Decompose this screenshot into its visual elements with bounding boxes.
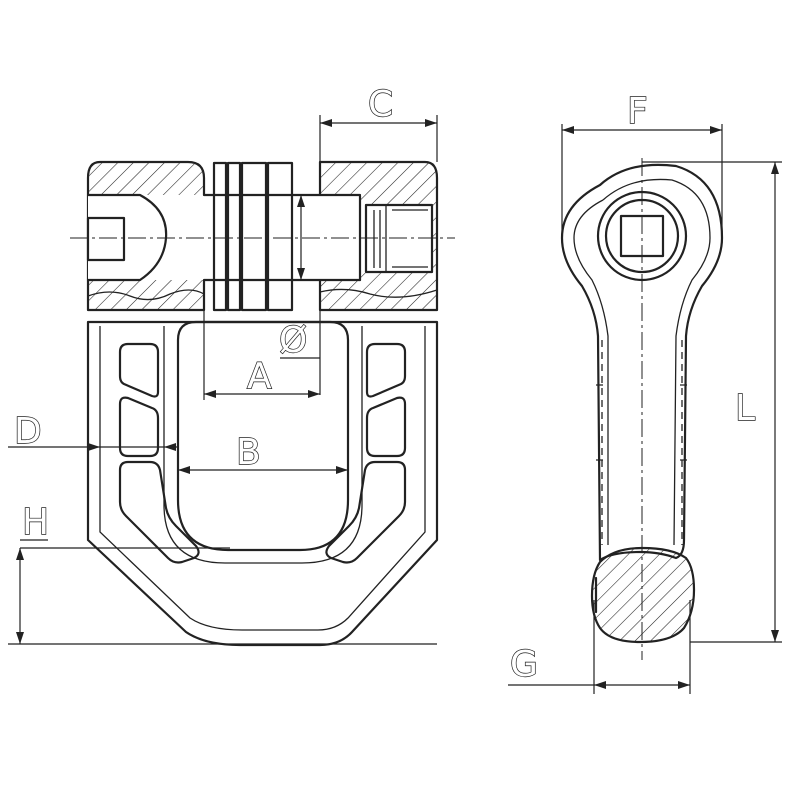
pin-diameter-dimension [280,195,321,395]
pin-left-socket [86,216,126,262]
left-slot-bottom [118,460,200,564]
label-a: A [247,356,272,397]
left-slot-top [118,342,160,398]
bow-inner-opening-offset [163,326,363,564]
dimension-h [8,539,437,645]
washer-2 [226,161,242,312]
label-l: L [735,388,755,429]
dimension-g [508,600,691,694]
shackle-body-inner-outline [99,326,426,631]
phi-label: Ø [279,320,307,361]
dimension-b [178,466,348,474]
pin-thread-end [360,205,432,273]
label-g: G [510,644,538,685]
washer-3 [240,161,268,312]
shackle-body-outline [86,320,439,647]
washer-4 [266,161,294,312]
right-slot-middle [365,396,407,458]
label-f: F [627,91,648,132]
right-slot-top [365,342,407,398]
dimension-l [642,161,782,643]
washer-1 [212,161,228,312]
right-slot-bottom [325,460,407,564]
dimension-c [319,115,438,162]
dimension-d [8,443,178,451]
side-pin-outer-circle [596,190,688,282]
side-view: F L G [508,90,782,694]
dimension-a [203,310,320,400]
lug-break-line-right [319,288,438,298]
lug-break-line-left [87,289,205,301]
dimension-f [561,124,723,238]
label-c: C [368,84,393,125]
side-bottom-section [590,546,696,644]
label-d: D [14,411,42,452]
left-slot-middle [118,396,160,458]
bow-inner-opening [176,320,350,552]
label-h: H [22,502,49,543]
label-b: B [236,432,261,473]
side-body-inner [602,178,711,546]
front-view: Ø A B C D [8,83,455,647]
